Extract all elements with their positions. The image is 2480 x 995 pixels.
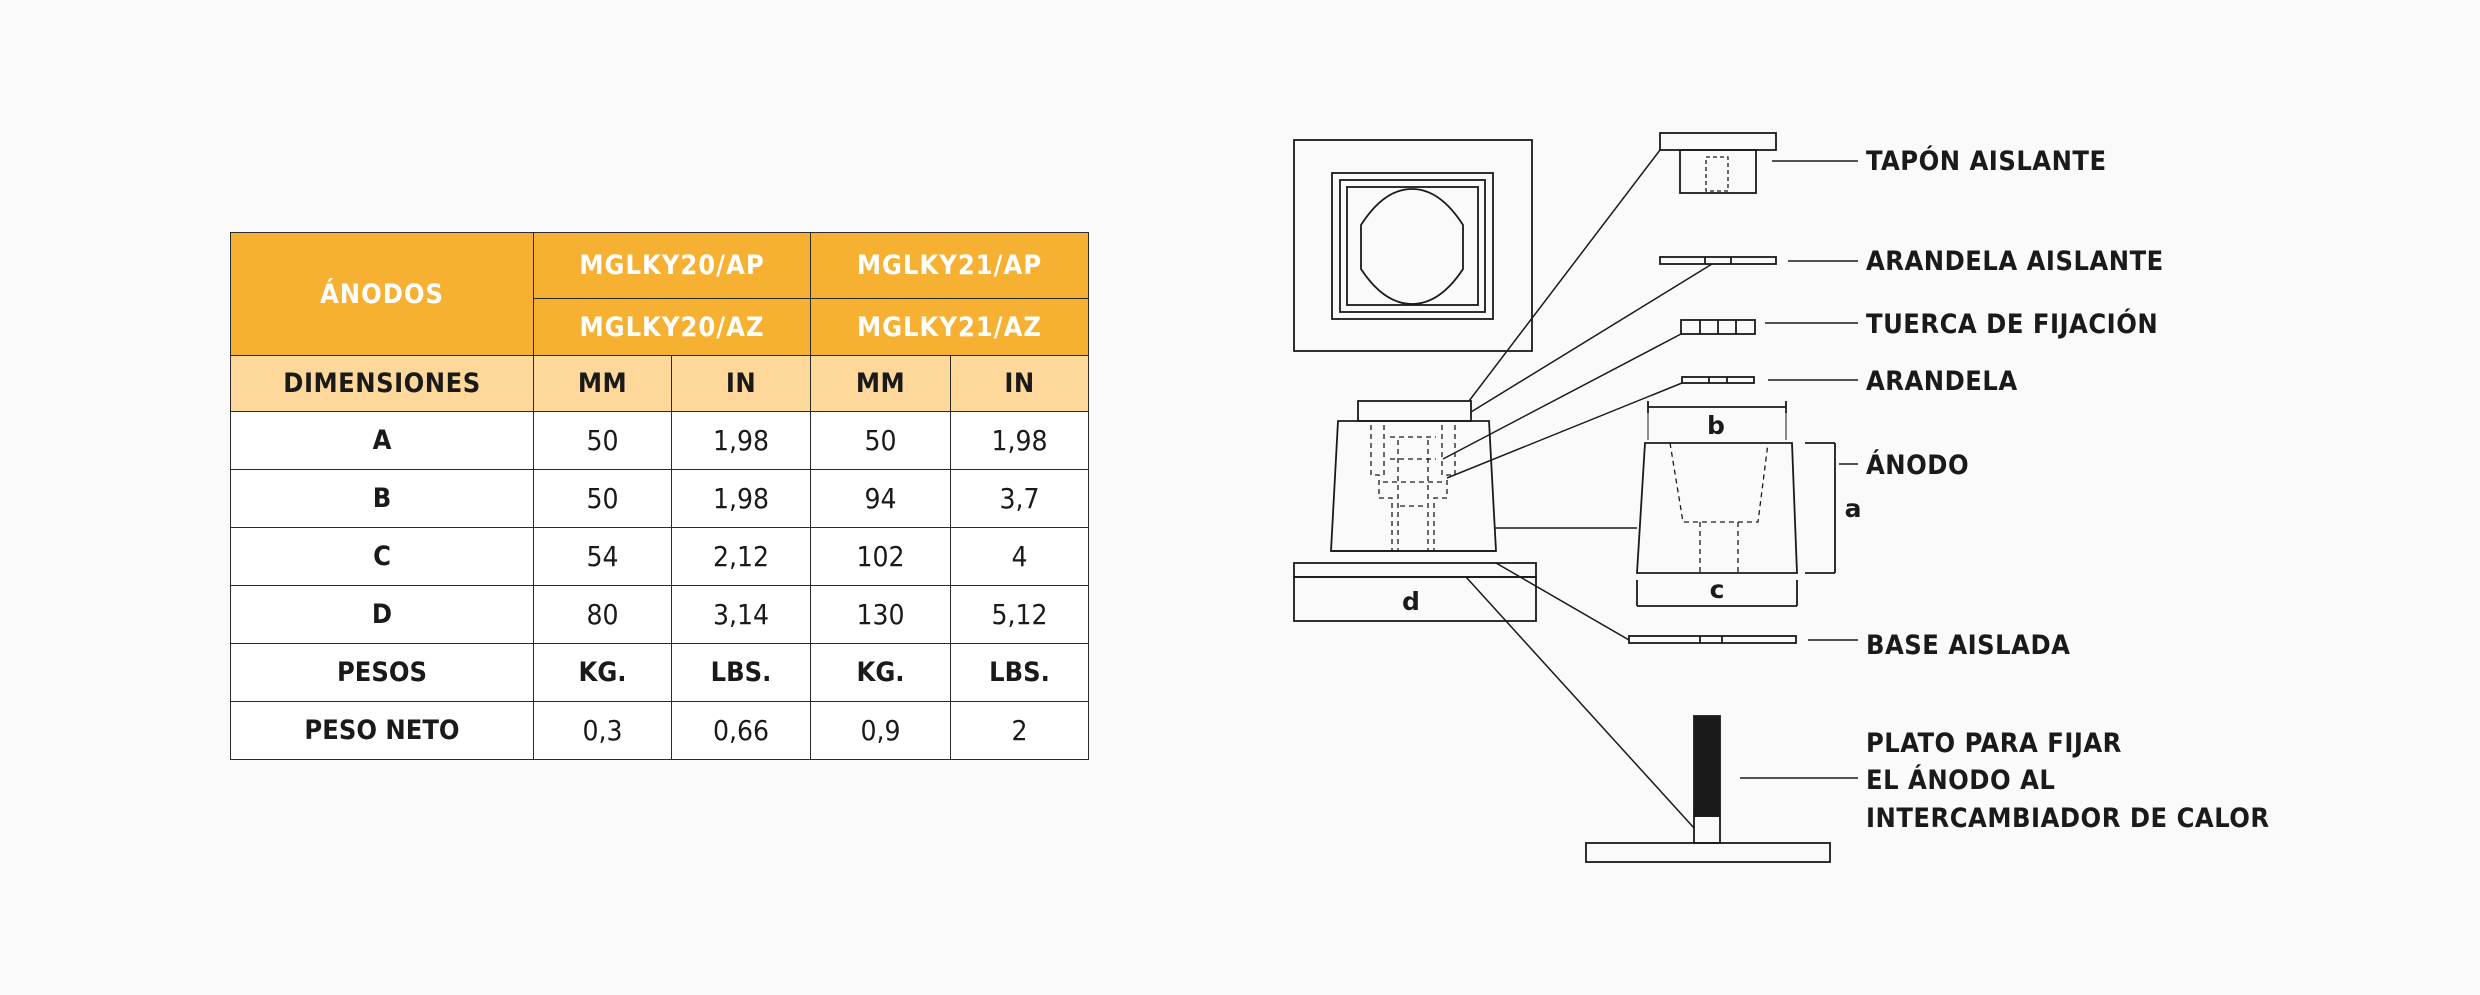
row-label: PESO NETO (230, 701, 534, 760)
top-view (1293, 139, 1533, 352)
callout-arandela-aislante: ARANDELA AISLANTE (1866, 246, 2164, 277)
row-label: C (230, 527, 534, 586)
table-cell: 0,9 (810, 701, 951, 760)
table-row: A 50 1,98 50 1,98 (230, 411, 1089, 470)
exploded-arandela-aislante (1659, 256, 1777, 265)
dimension-a (1805, 442, 1836, 574)
callout-lines (1740, 160, 1858, 779)
table-cell: 5,12 (950, 585, 1089, 644)
subheader-mm-2: MM (810, 355, 951, 412)
row-label: B (230, 469, 534, 528)
callout-texts: TAPÓN AISLANTE ARANDELA AISLANTE TUERCA … (1402, 145, 2270, 834)
callout-arandela: ARANDELA (1866, 366, 2018, 397)
table-cell: 130 (810, 585, 951, 644)
dimension-label-a: a (1845, 494, 1862, 523)
exploded-tuerca (1680, 319, 1756, 335)
callout-plato-line-3: INTERCAMBIADOR DE CALOR (1866, 803, 2270, 834)
subheader-in-2: IN (950, 355, 1089, 412)
exploded-arandela (1681, 376, 1755, 384)
table-cell: LBS. (671, 643, 811, 702)
dimension-b (1647, 401, 1787, 440)
exploded-tapon (1659, 132, 1777, 194)
callout-tuerca: TUERCA DE FIJACIÓN (1866, 308, 2158, 340)
table-cell: 102 (810, 527, 951, 586)
table-cell: 94 (810, 469, 951, 528)
dimension-label-b: b (1707, 411, 1725, 440)
subheader-mm-1: MM (533, 355, 672, 412)
table-cell: 50 (533, 411, 672, 470)
header-model-1-top: MGLKY20/AP (533, 232, 811, 299)
table-row: D 80 3,14 130 5,12 (230, 585, 1089, 644)
table-row: PESO NETO 0,3 0,66 0,9 2 (230, 701, 1089, 760)
callout-plato-line-1: PLATO PARA FIJAR (1866, 728, 2122, 759)
callout-plato-line-2: EL ÁNODO AL (1866, 764, 2055, 796)
table-cell: 0,3 (533, 701, 672, 760)
table-cell: 0,66 (671, 701, 811, 760)
table-cell: LBS. (950, 643, 1089, 702)
callout-base: BASE AISLADA (1866, 630, 2070, 661)
table-cell: KG. (810, 643, 951, 702)
table-cell: 50 (810, 411, 951, 470)
table-cell: 80 (533, 585, 672, 644)
row-label: D (230, 585, 534, 644)
header-anodos: ÁNODOS (230, 232, 534, 356)
header-model-2-bottom: MGLKY21/AZ (810, 298, 1089, 356)
dimension-label-d: d (1402, 587, 1420, 616)
table-cell: 1,98 (671, 411, 811, 470)
subheader-in-1: IN (671, 355, 811, 412)
table-cell: KG. (533, 643, 672, 702)
table-row: PESOS KG. LBS. KG. LBS. (230, 643, 1089, 702)
dimensions-table: ÁNODOS MGLKY20/AP MGLKY21/AP MGLKY20/AZ … (230, 232, 1089, 760)
exploded-base (1628, 635, 1797, 644)
dimension-label-c: c (1710, 575, 1725, 604)
subheader-dimensiones: DIMENSIONES (230, 355, 534, 412)
leader-lines (1442, 149, 1713, 829)
table-cell: 50 (533, 469, 672, 528)
row-label: PESOS (230, 643, 534, 702)
table-cell: 3,14 (671, 585, 811, 644)
callout-anodo: ÁNODO (1866, 449, 1969, 481)
row-label: A (230, 411, 534, 470)
table-cell: 2 (950, 701, 1089, 760)
table-cell: 2,12 (671, 527, 811, 586)
exploded-anodo (1636, 442, 1798, 574)
exploded-plato (1585, 715, 1831, 863)
assembled-anode (1293, 400, 1537, 622)
callout-tapon: TAPÓN AISLANTE (1866, 145, 2107, 177)
dimension-c (1636, 580, 1798, 607)
table-row: C 54 2,12 102 4 (230, 527, 1089, 586)
header-model-1-bottom: MGLKY20/AZ (533, 298, 811, 356)
table-cell: 1,98 (671, 469, 811, 528)
table-cell: 1,98 (950, 411, 1089, 470)
